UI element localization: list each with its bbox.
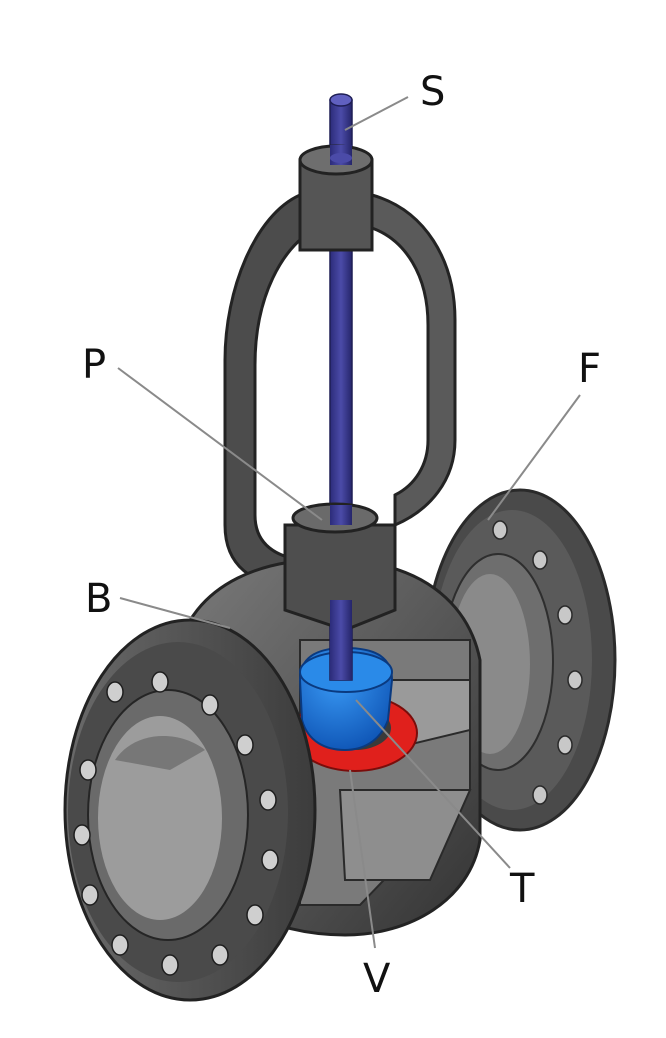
- top-collar: [298, 144, 374, 252]
- label-seat: V: [363, 956, 391, 1002]
- leader-stem: [344, 96, 409, 131]
- label-plug: T: [509, 866, 535, 912]
- label-packing: P: [82, 342, 106, 388]
- leader-lines: [117, 96, 581, 949]
- packing-gland: [283, 502, 397, 680]
- label-stem: S: [420, 69, 445, 115]
- leader-flange: [487, 394, 581, 521]
- leader-body: [119, 597, 231, 629]
- label-flange: F: [578, 346, 601, 392]
- leader-packing: [117, 367, 323, 521]
- front-flange: [63, 618, 317, 1002]
- leader-plug: [355, 699, 511, 869]
- label-body: B: [85, 576, 112, 622]
- leader-seat: [349, 769, 376, 949]
